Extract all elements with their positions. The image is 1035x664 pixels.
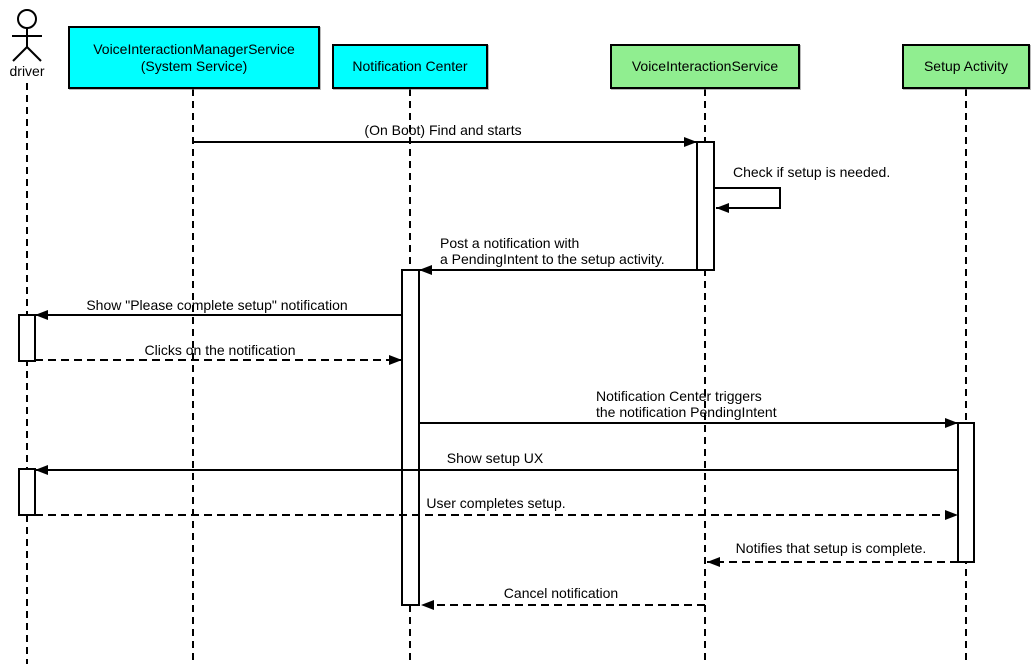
message-click-notification-label: Clicks on the notification [144,342,296,358]
message-show-notification-label: Show "Please complete setup" notificatio… [86,297,348,313]
participant-voiceinteractionservice: VoiceInteractionService [610,44,800,89]
message-check-setup-self-arrow [714,187,781,213]
actor-driver-label: driver [9,63,45,79]
message-show-setup-ux-label: Show setup UX [446,450,544,466]
participant-voiceinteractionmanagerservice: VoiceInteractionManagerService (System S… [68,26,320,89]
participant-notification-center: Notification Center [332,44,488,89]
message-cancel-notification-label: Cancel notification [503,585,619,601]
message-trigger-pendingintent-label: Notification Center triggers the notific… [596,388,777,420]
activation-bar-driver-2 [18,468,36,516]
message-check-setup-label: Check if setup is needed. [733,164,891,180]
activation-bar-driver-1 [18,314,36,362]
actor-figure [12,9,42,62]
message-notify-setup-complete-label: Notifies that setup is complete. [735,540,927,556]
message-post-notification-label: Post a notification with a PendingIntent… [440,235,665,267]
participant-setup-activity: Setup Activity [902,44,1030,89]
message-on-boot-label: (On Boot) Find and starts [364,122,522,138]
activation-bar-vis [696,141,715,271]
message-user-completes-setup-label: User completes setup. [426,495,566,511]
activation-bar-notification-center [401,269,420,606]
activation-bar-setup-activity [957,422,975,563]
